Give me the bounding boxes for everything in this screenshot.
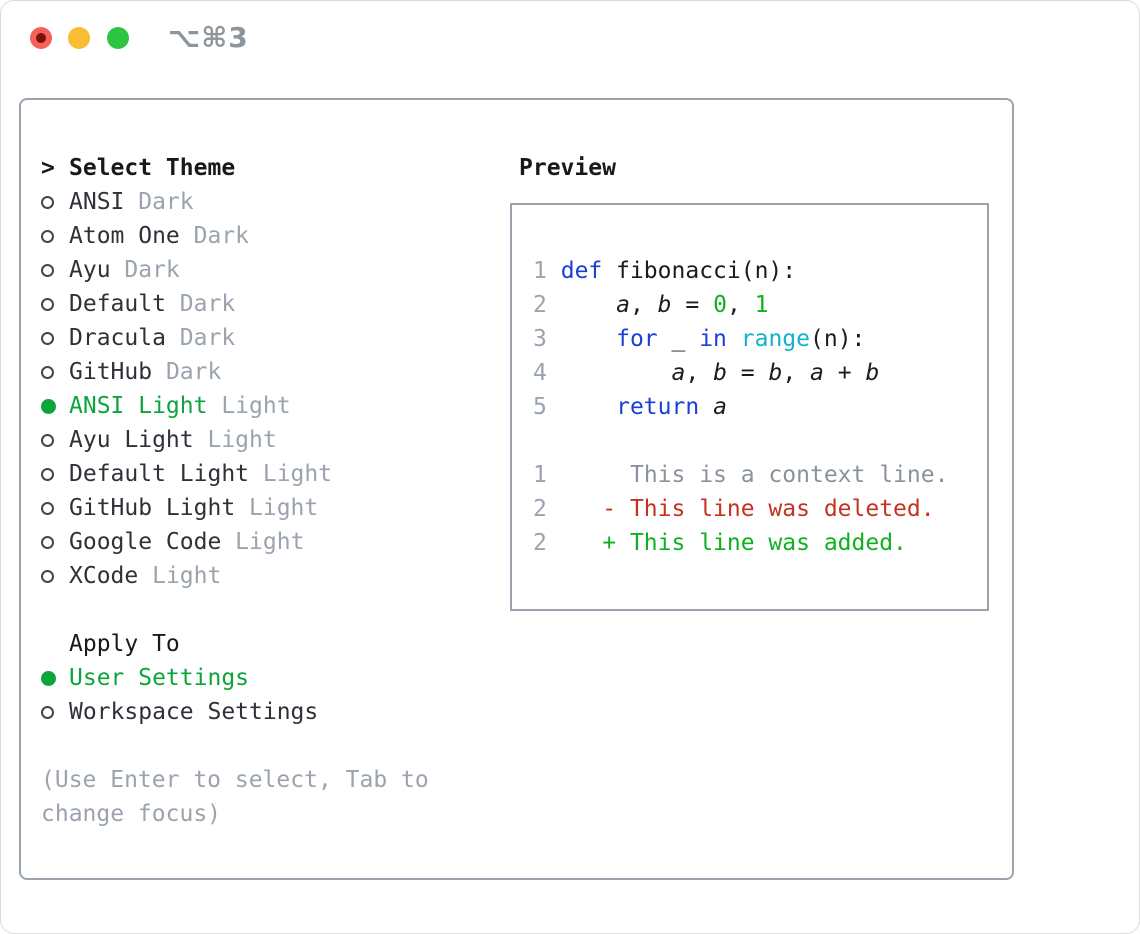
theme-name: Atom One <box>69 223 180 249</box>
theme-variant: Dark <box>179 223 250 249</box>
window-title: ⌥⌘3 <box>168 21 249 54</box>
radio-icon <box>41 365 69 379</box>
apply-option[interactable]: User Settings <box>41 661 491 695</box>
help-text-line-1: (Use Enter to select, Tab to <box>41 767 429 793</box>
apply-option-label: User Settings <box>69 665 250 691</box>
line-number: 4 <box>533 360 547 386</box>
theme-option[interactable]: XCode Light <box>41 559 491 593</box>
minimize-button[interactable] <box>68 27 90 49</box>
apply-option-label: Workspace Settings <box>69 699 319 725</box>
theme-name: GitHub Light <box>69 495 236 521</box>
code-preview: 1 def fibonacci(n): 2 a, b = 0, 1 3 for _ … <box>533 254 987 424</box>
radio-icon <box>41 433 69 447</box>
radio-icon <box>41 195 69 209</box>
zoom-button[interactable] <box>107 27 129 49</box>
spacer <box>533 424 987 458</box>
radio-icon <box>41 331 69 345</box>
select-theme-header: > Select Theme <box>41 151 491 185</box>
spacer <box>41 593 491 627</box>
theme-option[interactable]: Default Light Light <box>41 457 491 491</box>
theme-variant: Dark <box>124 189 194 215</box>
theme-option[interactable]: GitHub Light Light <box>41 491 491 525</box>
spacer <box>41 729 491 763</box>
select-theme-label: Select Theme <box>69 155 236 181</box>
line-number: 3 <box>533 326 547 352</box>
line-number: 2 <box>533 292 547 318</box>
diff-line: 1 This is a context line. <box>533 462 949 488</box>
radio-icon <box>41 263 69 277</box>
theme-name: GitHub <box>69 359 153 385</box>
theme-name: Ayu <box>69 257 111 283</box>
theme-variant: Dark <box>165 291 236 317</box>
theme-name: ANSI <box>69 189 125 215</box>
radio-selected-icon <box>41 398 69 414</box>
line-number: 2 <box>533 496 547 522</box>
theme-option[interactable]: ANSI Light Light <box>41 389 491 423</box>
code-line: 1 def fibonacci(n): <box>533 258 797 284</box>
apply-to-label: Apply To <box>69 631 180 657</box>
apply-option[interactable]: Workspace Settings <box>41 695 491 729</box>
theme-option[interactable]: Atom One Dark <box>41 219 491 253</box>
close-dot-icon <box>36 33 46 43</box>
line-number: 1 <box>533 258 547 284</box>
theme-name: XCode <box>69 563 139 589</box>
theme-variant: Light <box>235 495 319 521</box>
radio-selected-icon <box>41 670 69 686</box>
code-line: 2 a, b = 0, 1 <box>533 292 769 318</box>
theme-name: Google Code <box>69 529 222 555</box>
code-line: 5 return a <box>533 394 727 420</box>
theme-option[interactable]: Default Dark <box>41 287 491 321</box>
radio-icon <box>41 535 69 549</box>
diff-line: 2 + This line was added. <box>533 530 907 556</box>
code-line: 4 a, b = b, a + b <box>533 360 880 386</box>
theme-name: Default <box>69 291 166 317</box>
theme-variant: Light <box>138 563 222 589</box>
radio-icon <box>41 705 69 719</box>
preview-header: Preview <box>519 155 616 181</box>
theme-variant: Light <box>249 461 333 487</box>
help-text-line-2: change focus) <box>41 801 222 827</box>
radio-icon <box>41 297 69 311</box>
theme-option[interactable]: GitHub Dark <box>41 355 491 389</box>
preview-pane: 1 def fibonacci(n): 2 a, b = 0, 1 3 for _ … <box>510 203 989 611</box>
theme-option[interactable]: ANSI Dark <box>41 185 491 219</box>
theme-variant: Light <box>193 427 277 453</box>
theme-name: ANSI Light <box>69 393 208 419</box>
line-number: 5 <box>533 394 547 420</box>
caret-icon: > <box>41 155 55 181</box>
diff-line: 2 - This line was deleted. <box>533 496 935 522</box>
diff-preview: 1 This is a context line. 2 - This line w… <box>533 458 987 560</box>
radio-icon <box>41 501 69 515</box>
line-number: 2 <box>533 530 547 556</box>
theme-name: Default Light <box>69 461 250 487</box>
theme-option[interactable]: Google Code Light <box>41 525 491 559</box>
radio-icon <box>41 467 69 481</box>
theme-variant: Dark <box>110 257 180 283</box>
theme-variant: Light <box>207 393 291 419</box>
theme-name: Dracula <box>69 325 166 351</box>
close-button[interactable] <box>30 27 52 49</box>
theme-option[interactable]: Dracula Dark <box>41 321 491 355</box>
theme-variant: Dark <box>152 359 222 385</box>
apply-to-header: Apply To <box>41 627 491 661</box>
radio-icon <box>41 229 69 243</box>
theme-variant: Light <box>221 529 305 555</box>
radio-icon <box>41 569 69 583</box>
theme-option[interactable]: Ayu Dark <box>41 253 491 287</box>
theme-option[interactable]: Ayu Light Light <box>41 423 491 457</box>
theme-name: Ayu Light <box>69 427 194 453</box>
code-line: 3 for _ in range(n): <box>533 326 866 352</box>
theme-variant: Dark <box>165 325 236 351</box>
titlebar: ⌥⌘3 <box>1 1 1139 98</box>
line-number: 1 <box>533 462 547 488</box>
